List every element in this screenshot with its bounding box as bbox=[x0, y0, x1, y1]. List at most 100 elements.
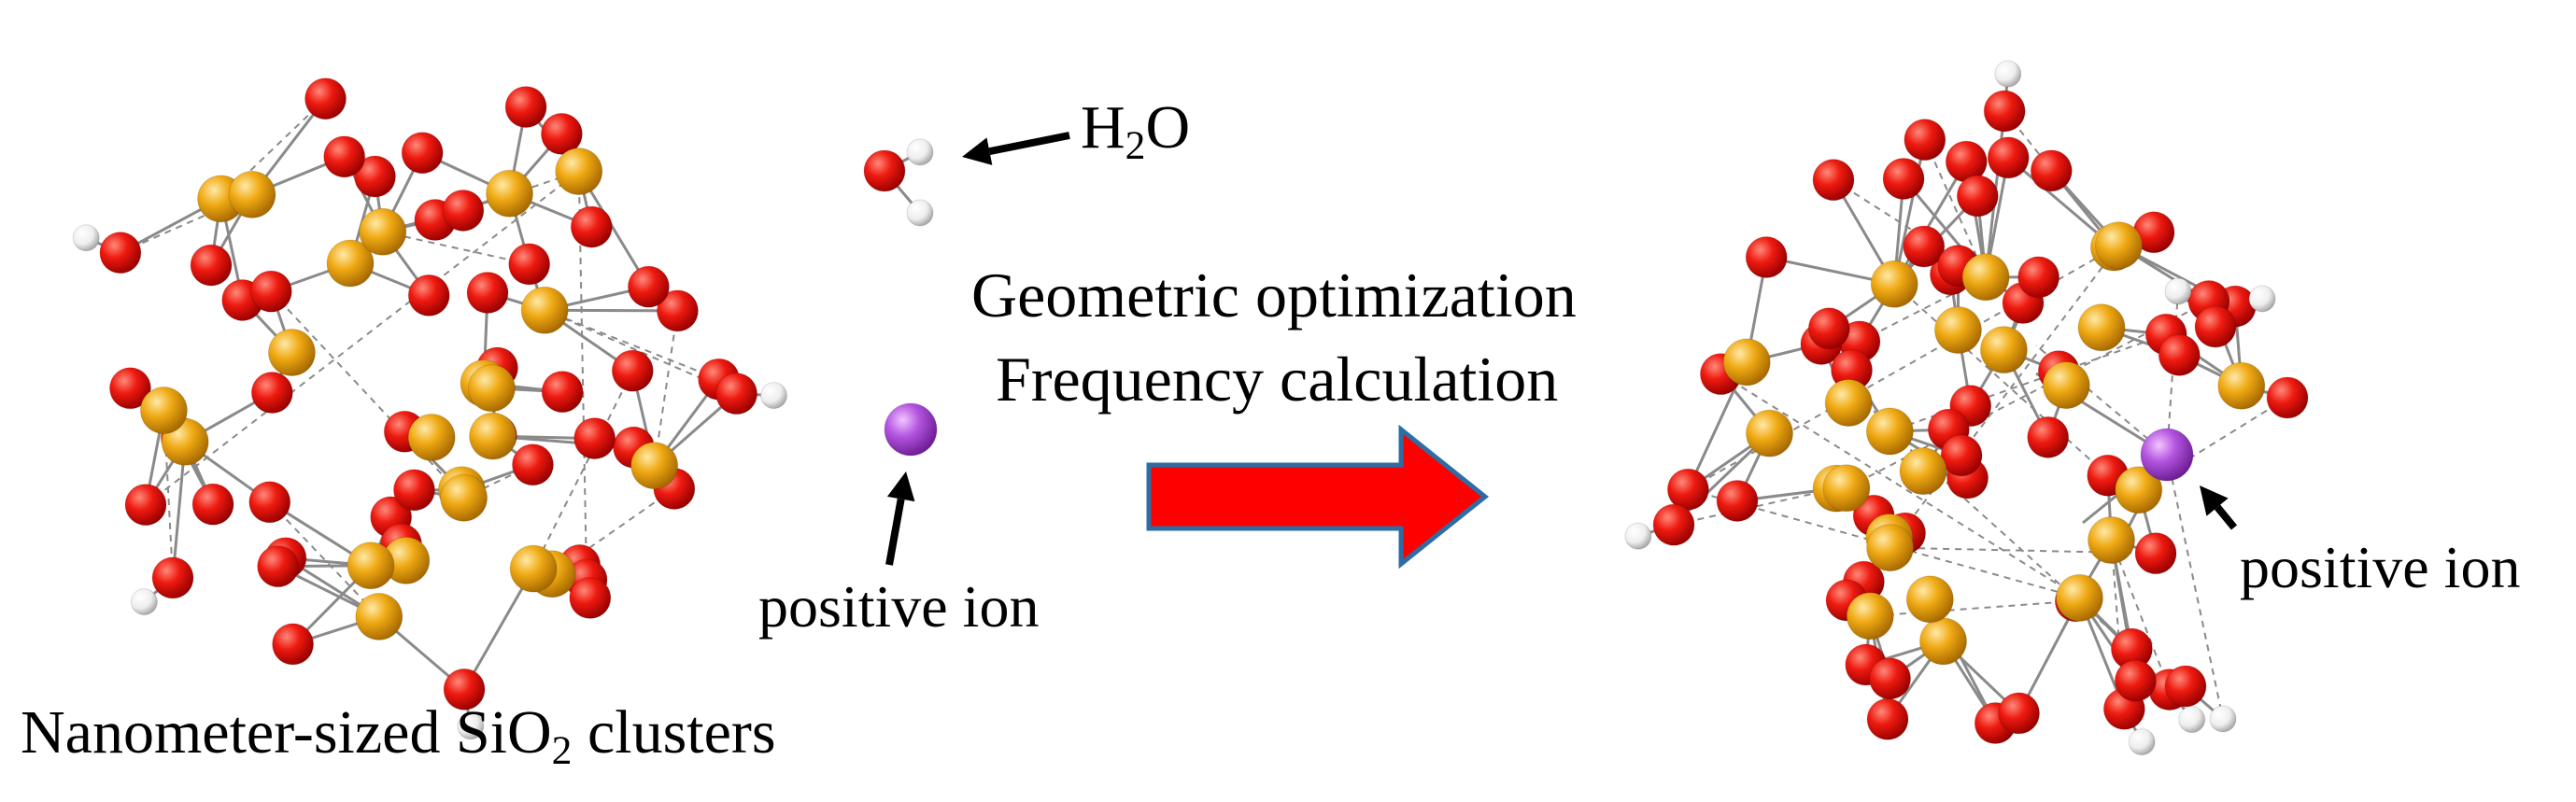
positive-ion-label-right: positive ion bbox=[2240, 538, 2520, 598]
silicon-atom bbox=[2056, 574, 2102, 621]
cluster-label-prefix: Nanometer-sized SiO bbox=[21, 698, 552, 767]
oxygen-atom bbox=[393, 470, 434, 511]
silicon-atom bbox=[631, 443, 678, 489]
positive-ion-atom bbox=[885, 403, 937, 456]
oxygen-atom bbox=[125, 485, 166, 526]
silicon-atom bbox=[1867, 525, 1914, 571]
ion-pointer-arrow-left-shaft bbox=[889, 499, 901, 565]
hydrogen-atom bbox=[2165, 278, 2191, 304]
hydrogen-atom bbox=[2129, 729, 2155, 755]
oxygen-atom bbox=[542, 372, 583, 413]
positive-ion-label-left: positive ion bbox=[758, 577, 1039, 637]
water-label-prefix: H bbox=[1081, 93, 1125, 162]
oxygen-atom bbox=[249, 482, 290, 523]
oxygen-atom bbox=[509, 244, 550, 285]
oxygen-atom bbox=[2028, 416, 2069, 457]
silicon-atom bbox=[1847, 593, 1893, 640]
oxygen-atom bbox=[273, 624, 314, 665]
silicon-atom bbox=[468, 365, 515, 412]
oxygen-atom bbox=[250, 271, 291, 312]
oxygen-atom bbox=[2158, 334, 2200, 375]
oxygen-atom bbox=[251, 373, 292, 414]
water-pointer-arrow-head bbox=[962, 137, 992, 164]
positive-ion-atom bbox=[2141, 429, 2193, 481]
silicon-atom bbox=[360, 208, 406, 255]
dashed-bond bbox=[271, 291, 463, 498]
oxygen-atom bbox=[612, 350, 653, 391]
silicon-atom bbox=[356, 593, 403, 640]
oxygen-atom bbox=[864, 150, 905, 191]
cluster-label-subscript: 2 bbox=[552, 728, 573, 773]
hydrogen-atom bbox=[907, 200, 933, 226]
silicon-atom bbox=[229, 171, 276, 218]
oxygen-atom bbox=[1667, 469, 1708, 510]
silicon-atom bbox=[1825, 379, 1872, 426]
silicon-atom bbox=[2043, 362, 2089, 409]
water-label: H2O bbox=[1081, 97, 1190, 159]
silicon-atom bbox=[486, 170, 532, 217]
oxygen-atom bbox=[1904, 120, 1946, 161]
oxygen-atom bbox=[1867, 698, 1908, 739]
silicon-atom bbox=[1746, 410, 1792, 457]
oxygen-atom bbox=[192, 484, 234, 525]
step-frequency-calculation: Frequency calculation bbox=[996, 347, 1558, 411]
hydrogen-atom bbox=[760, 383, 786, 409]
silicon-atom bbox=[408, 414, 455, 460]
oxygen-atom bbox=[1746, 237, 1787, 278]
silicon-atom bbox=[1934, 307, 1981, 354]
oxygen-atom bbox=[1653, 504, 1694, 545]
silicon-atom bbox=[2218, 362, 2265, 409]
water-label-suffix: O bbox=[1145, 93, 1190, 162]
ion-pointer-arrow-left-head bbox=[887, 471, 915, 501]
oxygen-atom bbox=[324, 136, 365, 177]
oxygen-atom bbox=[2135, 533, 2176, 574]
silicon-atom bbox=[521, 287, 568, 333]
silicon-atom bbox=[2096, 222, 2143, 269]
silicon-atom bbox=[1980, 327, 2027, 373]
dashed-bond bbox=[1870, 601, 2075, 616]
hydrogen-atom bbox=[907, 139, 933, 165]
oxygen-atom bbox=[1813, 160, 1854, 201]
hydrogen-atom bbox=[2249, 286, 2275, 312]
oxygen-atom bbox=[152, 557, 193, 598]
silicon-atom bbox=[2088, 517, 2135, 564]
oxygen-atom bbox=[1870, 658, 1911, 699]
hydrogen-atom bbox=[1625, 523, 1651, 549]
cluster-label: Nanometer-sized SiO2 clusters bbox=[21, 702, 776, 764]
silicon-atom bbox=[1962, 254, 2009, 301]
silicon-atom bbox=[1900, 448, 1946, 495]
oxygen-atom bbox=[2115, 660, 2156, 701]
silicon-atom bbox=[470, 413, 517, 459]
water-label-subscript: 2 bbox=[1125, 123, 1146, 168]
oxygen-atom bbox=[571, 206, 612, 247]
silicon-atom bbox=[1723, 339, 1770, 386]
oxygen-atom bbox=[2195, 306, 2236, 347]
oxygen-atom bbox=[2018, 257, 2059, 298]
dashed-bond bbox=[1890, 334, 2166, 431]
silicon-atom bbox=[1866, 408, 1913, 455]
silicon-atom bbox=[268, 330, 315, 376]
silicon-atom bbox=[1823, 465, 1870, 512]
oxygen-atom bbox=[467, 272, 508, 313]
water-pointer-arrow-shaft bbox=[989, 135, 1069, 151]
hydrogen-atom bbox=[131, 589, 157, 615]
silicon-atom bbox=[347, 542, 394, 589]
oxygen-atom bbox=[2165, 666, 2206, 707]
process-arrow bbox=[1149, 429, 1485, 564]
oxygen-atom bbox=[408, 274, 449, 316]
silicon-atom bbox=[140, 387, 187, 434]
step-geometric-optimization: Geometric optimization bbox=[971, 263, 1577, 327]
oxygen-atom bbox=[512, 444, 553, 485]
silicon-atom bbox=[2078, 304, 2125, 351]
oxygen-atom bbox=[1883, 158, 1924, 199]
hydrogen-atom bbox=[73, 225, 99, 251]
oxygen-atom bbox=[2267, 377, 2308, 418]
hydrogen-atom bbox=[2210, 706, 2236, 732]
oxygen-atom bbox=[443, 190, 484, 231]
oxygen-atom bbox=[1999, 693, 2040, 734]
oxygen-atom bbox=[570, 577, 611, 618]
oxygen-atom bbox=[628, 266, 669, 307]
hydrogen-atom bbox=[1995, 61, 2021, 87]
oxygen-atom bbox=[1988, 137, 2029, 178]
